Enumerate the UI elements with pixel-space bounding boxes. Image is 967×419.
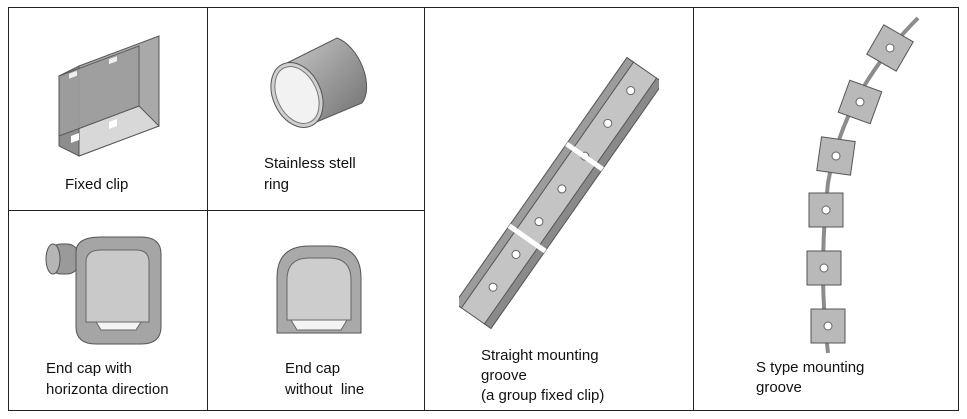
straight-groove-caption-line1: Straight ​mounting [481,347,599,364]
end-cap-nl-caption-line2: without line [285,381,365,398]
cell-end-cap-horizontal: End cap with horizonta direction [9,210,207,412]
cell-s-type-groove: S type mounting groove [693,8,960,412]
divider-v3 [693,8,694,410]
divider-v1 [207,8,208,410]
end-cap-horizontal-image [45,236,162,345]
s-type-caption-line1: S type mounting [756,359,865,376]
product-table: Fixed clip Stainless stell ring [8,7,959,411]
ring-caption-line2: ring [264,176,290,193]
cell-straight-groove: Straight ​mounting groove (a group fixed… [424,8,693,412]
stainless-ring-image [270,37,368,128]
s-type-caption-line2: groove [756,379,802,396]
end-cap-no-line-image [276,245,362,334]
fixed-clip-image [58,35,160,157]
divider-v2 [424,8,425,410]
cell-stainless-ring: Stainless stell ring [207,8,424,210]
divider-h1 [9,210,424,211]
end-cap-h-caption-line1: End cap with [46,360,132,377]
straight-groove-image [459,56,659,330]
straight-groove-caption-line2: groove [481,367,527,384]
cell-fixed-clip: Fixed clip [9,8,207,210]
fixed-clip-caption: Fixed clip [65,176,129,193]
end-cap-h-caption-line2: horizonta direction [46,381,169,398]
ring-caption-line1: Stainless stell [264,155,356,172]
end-cap-nl-caption-line1: End cap [285,360,341,377]
cell-end-cap-no-line: End cap without line [207,210,424,412]
s-type-groove-image [806,16,920,354]
straight-groove-caption-line3: (a group fixed clip) [481,387,605,404]
